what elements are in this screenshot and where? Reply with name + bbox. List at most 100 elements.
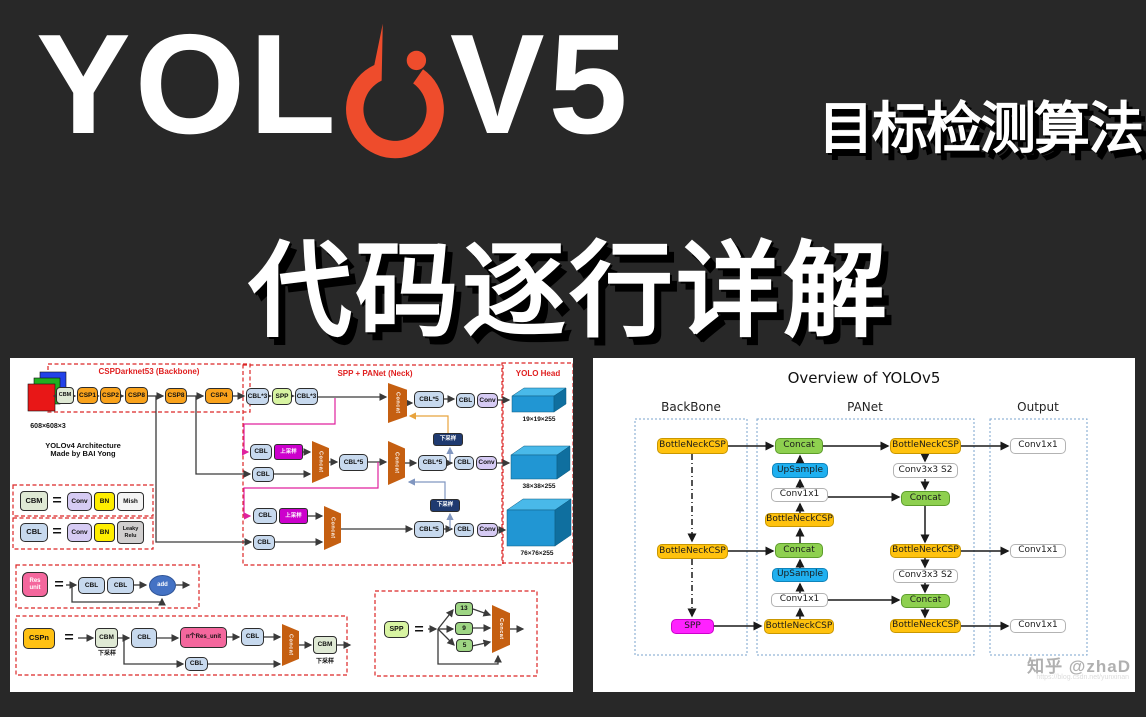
head-dim-2: 38×38×255 [522,483,556,491]
cbl3-b: CBL*3 [295,388,318,405]
cbl-a: CBL [456,393,475,408]
head-dim-3: 76×76×255 [520,550,554,558]
downsample-label-2: 下采样 [315,659,334,666]
eq-2: = [52,524,62,539]
csp1: CSP1 [77,387,98,404]
concat-cspn: Concat [282,624,299,666]
csp4: CSP4 [205,388,233,404]
eq-4: = [64,630,74,645]
concat-4: Concat [324,506,341,550]
flame-dot [406,50,426,71]
concat-1: Concat [388,383,407,423]
conv1x1-p-1: Conv1x1 [771,488,828,502]
cbl-c: CBL [252,467,274,482]
column-header-output: Output [1017,400,1059,414]
maxpool-9: 9 [455,622,473,635]
concat-p-2: Concat [775,543,823,558]
conv1x1-out-3: Conv1x1 [1010,619,1066,633]
bottleneckcsp-p-1: BottleNeckCSP [765,513,834,527]
cbm-legend: CBM [20,491,48,511]
cbl-cspn-1: CBL [131,628,157,648]
headline-line2: 代码逐行详解 [248,234,891,350]
column-header-backbone: BackBone [661,400,721,414]
eq-3: = [54,577,64,592]
flame-ring [345,23,444,159]
spp-neck: SPP [272,388,292,405]
head-cuboids [506,387,572,547]
cbm-backbone: CBM [56,387,74,404]
mish-legend: Mish [117,492,144,511]
conv-legend-2: Conv [67,523,92,542]
cbl5-b: CBL*5 [339,454,368,471]
bottleneckcsp-p-3: BottleNeckCSP [890,438,961,454]
csp2: CSP2 [100,387,121,404]
cbl5-d: CBL*5 [414,521,444,538]
concat-spp: Concat [492,605,510,653]
bottleneckcsp-p-4: BottleNeckCSP [890,544,961,558]
eq-5: = [414,622,424,637]
concat-3: Concat [388,441,405,485]
input-size-label: 608×608×3 [30,422,66,430]
neck-title: SPP + PANet (Neck) [337,369,413,379]
subtitle-chinese: 目标检测算法 [818,97,1144,160]
cbl-e: CBL [253,508,277,524]
concat-p-1: Concat [775,438,823,454]
upsample-p-2: UpSample [772,568,828,582]
add-ellipse: add [149,575,176,596]
downsample-1: 下采样 [433,433,463,446]
title-yol: YOL [36,5,340,164]
cspn: CSPn [23,628,55,649]
bottleneckcsp-bb-1: BottleNeckCSP [657,438,728,454]
main-title: YOL V5 [36,14,632,168]
conv-c: Conv [477,523,498,537]
cbl-cspn-3: CBL [185,657,208,671]
cbl-res-2: CBL [107,577,134,594]
spp-legend: SPP [384,621,409,638]
zhihu-watermark: 知乎 @zhaD [1027,657,1131,676]
cbl-d: CBL [454,456,474,470]
column-header-panet: PANet [847,400,883,414]
n-res-unit: n个Res_unit [180,627,227,648]
eq-1: = [52,493,62,508]
downsample-2: 下采样 [430,499,460,512]
yolov5-overview-panel: Overview of YOLOv5 BackBone PANet Output [593,358,1135,692]
res-unit: Res unit [22,572,48,597]
concat-2: Concat [312,441,329,483]
bottleneckcsp-p-5: BottleNeckCSP [890,619,961,633]
conv-b: Conv [476,456,497,470]
upsample-1: 上采样 [274,444,303,460]
yolov5-edges [687,441,1010,631]
bn-legend-2: BN [94,523,115,542]
leaky-relu-legend: Leaky Relu [117,521,144,544]
maxpool-13: 13 [455,602,473,616]
concat-p-3: Concat [901,491,950,506]
cbl-cspn-2: CBL [241,628,264,646]
yolov5-wires-layer [634,418,1088,656]
cbl3-a: CBL*3 [246,388,269,405]
yolov4-architecture-panel: CSPDarknet53 (Backbone) SPP + PANet (Neck… [10,358,573,692]
concat-p-4: Concat [901,594,950,608]
spp-bb: SPP [671,619,714,634]
cbl-legend: CBL [20,523,48,542]
conv-a: Conv [477,393,498,408]
title-v5: V5 [449,5,632,164]
cbl5-a: CBL*5 [414,391,444,408]
csp8-a: CSP8 [125,387,148,404]
cbl-g: CBL [454,523,474,537]
conv1x1-p-2: Conv1x1 [771,593,828,607]
yolov4-wires-layer [12,362,573,677]
cbm-cspn-2: CBM [313,636,337,654]
cbm-cspn-1: CBM [95,628,118,648]
csp8-b: CSP8 [165,388,187,404]
bn-legend-1: BN [94,492,115,511]
column-frames [634,418,1088,656]
backbone-title: CSPDarknet53 (Backbone) [98,367,200,377]
bottleneckcsp-bb-2: BottleNeckCSP [657,544,728,559]
conv3x3-p-2: Conv3x3 S2 [893,569,958,583]
maxpool-5: 5 [456,639,473,652]
diagram-title: Overview of YOLOv5 [787,369,941,387]
flow-wires [52,392,525,668]
head-title: YOLO Head [515,369,561,379]
csdn-url-watermark: https://blog.csdn.net/yunxinan [1036,674,1129,681]
